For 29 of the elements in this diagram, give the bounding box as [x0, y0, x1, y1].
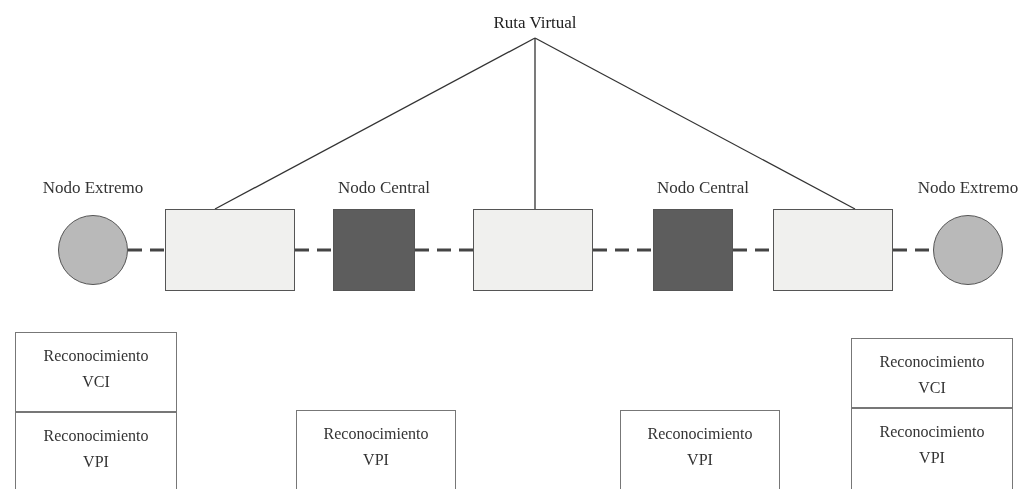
title-label: Ruta Virtual [455, 10, 615, 36]
function-label: Reconocimiento VPI [322, 424, 430, 470]
leader-line [534, 37, 856, 210]
central-node-block [653, 209, 733, 291]
central-node-block [333, 209, 415, 291]
node-caption: Nodo Central [337, 178, 431, 198]
function-label: Reconocimiento VPI [878, 422, 986, 468]
node-caption: Nodo Extremo [917, 178, 1019, 198]
function-label: Reconocimiento VCI [878, 352, 986, 398]
function-box [296, 410, 456, 489]
leader-line [214, 37, 536, 210]
link-block [773, 209, 893, 291]
function-box [15, 412, 177, 489]
function-label: Reconocimiento VPI [646, 424, 754, 470]
function-box [851, 408, 1013, 489]
function-label: Reconocimiento VCI [42, 346, 150, 392]
node-caption: Nodo Central [656, 178, 750, 198]
node-caption: Nodo Extremo [42, 178, 144, 198]
function-box [15, 332, 177, 412]
function-label: Reconocimiento VPI [42, 426, 150, 472]
link-block [165, 209, 295, 291]
function-box [620, 410, 780, 489]
virtual-path-line [593, 248, 653, 252]
virtual-path-line [415, 248, 473, 252]
virtual-path-line [128, 248, 165, 252]
virtual-path-line [295, 248, 333, 252]
link-block [473, 209, 593, 291]
leader-line [534, 37, 536, 210]
function-box [851, 338, 1013, 408]
